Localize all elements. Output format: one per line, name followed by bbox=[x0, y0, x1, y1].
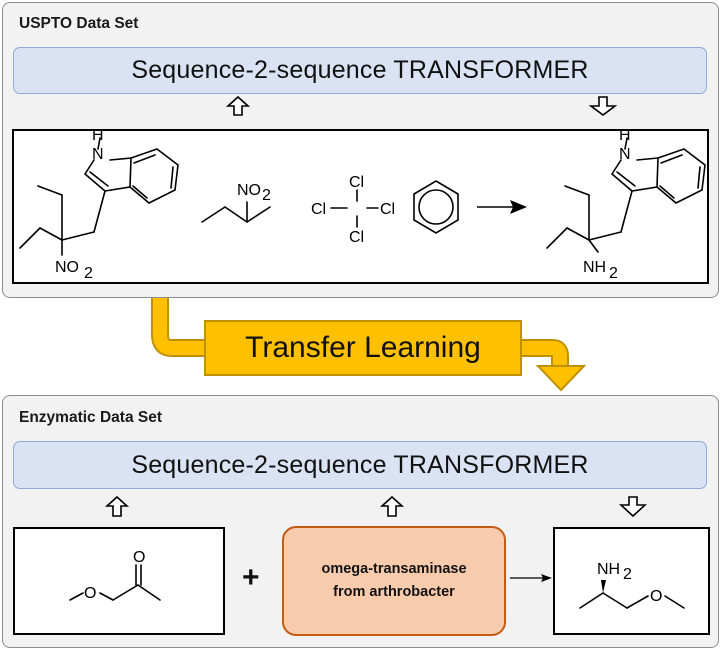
r1-n-label: N bbox=[92, 146, 104, 163]
substrate-structure bbox=[69, 564, 161, 601]
arrow-up-icon bbox=[104, 495, 130, 517]
uspto-panel-title: USPTO Data Set bbox=[19, 15, 139, 32]
substrate-box bbox=[13, 527, 225, 635]
product-o-ether: O bbox=[650, 588, 662, 605]
p-n-label: N bbox=[619, 146, 631, 163]
benzene-structure bbox=[413, 180, 459, 234]
product-nh2-label: NH bbox=[597, 561, 620, 578]
reactant-3-structure bbox=[330, 189, 379, 228]
transformer-top: Sequence-2-sequence TRANSFORMER bbox=[13, 47, 707, 94]
r1-no2-sub: 2 bbox=[84, 265, 93, 282]
product-box bbox=[553, 527, 710, 635]
enzymatic-panel-title: Enzymatic Data Set bbox=[19, 409, 162, 426]
ccl4-right-cl: Cl bbox=[380, 201, 395, 218]
substrate-o-ether: O bbox=[84, 585, 96, 602]
ccl4-left-cl: Cl bbox=[311, 201, 326, 218]
reaction-arrowhead bbox=[510, 200, 527, 214]
bottom-product-structure bbox=[579, 592, 685, 609]
reaction-arrowhead bbox=[541, 574, 552, 582]
transfer-arrowhead bbox=[535, 365, 587, 392]
reactant-1-structure bbox=[19, 137, 179, 256]
product-nh2-sub: 2 bbox=[623, 566, 632, 583]
enzyme-line-2: from arthrobacter bbox=[333, 584, 455, 600]
p-nh2-label: NH bbox=[583, 259, 606, 276]
enzyme-line-1: omega-transaminase bbox=[321, 561, 467, 577]
enzyme-box: omega-transaminase from arthrobacter bbox=[282, 526, 506, 636]
top-product-structure bbox=[546, 137, 706, 253]
ccl4-bottom-cl: Cl bbox=[349, 229, 364, 246]
reactant-2-structure bbox=[201, 201, 271, 223]
arrow-up-icon bbox=[225, 95, 251, 116]
r2-no2-sub: 2 bbox=[262, 187, 271, 204]
arrow-down-icon bbox=[618, 496, 648, 518]
wedge-bond bbox=[601, 580, 606, 593]
transformer-bottom: Sequence-2-sequence TRANSFORMER bbox=[13, 441, 707, 489]
r1-no2-label: NO bbox=[55, 259, 79, 276]
arrow-down-icon bbox=[588, 96, 618, 116]
plus-sign: + bbox=[242, 561, 260, 594]
substrate-o-carbonyl: O bbox=[133, 549, 145, 566]
ccl4-top-cl: Cl bbox=[349, 174, 364, 191]
transfer-learning-label: Transfer Learning bbox=[204, 320, 522, 376]
r2-no2-label: NO bbox=[237, 182, 261, 199]
arrow-up-icon bbox=[379, 495, 405, 517]
p-h-label: H bbox=[619, 127, 631, 144]
r1-h-label: H bbox=[92, 127, 104, 144]
uspto-reaction-box bbox=[12, 129, 709, 284]
p-nh2-sub: 2 bbox=[609, 265, 618, 282]
